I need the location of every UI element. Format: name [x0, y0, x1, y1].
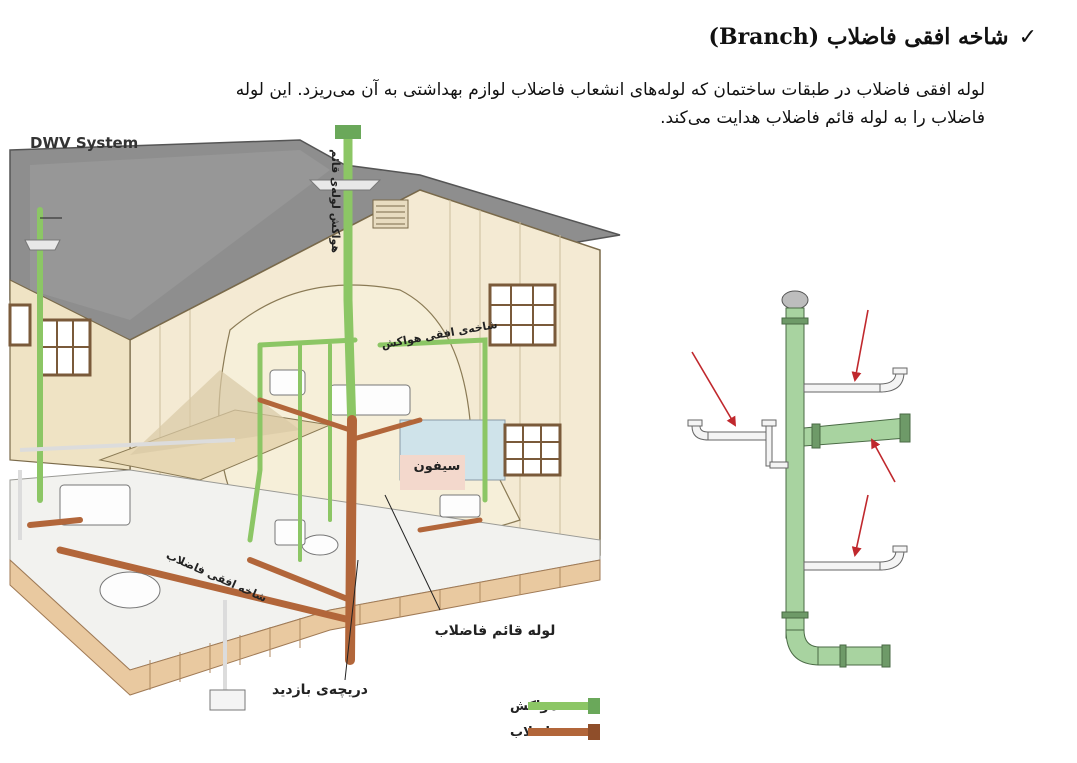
arrow-left [691, 351, 737, 427]
vent-cap-icon [781, 290, 809, 310]
dwv-house-diagram: DWV System هواکش لوله‌ی قائم شاخه‌ی افقی… [8, 125, 621, 740]
dwv-title: DWV System [30, 134, 138, 152]
label-soil-stack: لوله قائم فاضلاب [435, 623, 556, 639]
red-arrows [691, 309, 896, 557]
drain-pipes [27, 397, 483, 665]
legend-swatch-vent [528, 702, 588, 710]
branch-upper-right [803, 367, 908, 393]
roof-shade [30, 150, 330, 320]
check-mark-icon: ✓ [1018, 25, 1037, 50]
roof-flashing-left [24, 239, 61, 251]
section-heading: ✓ شاخه افقی فاضلاب (Branch) [709, 24, 1037, 50]
vent-flashing-main [335, 125, 361, 139]
legend: هواکش فاضلاب [510, 698, 600, 740]
window-left-small [8, 303, 32, 347]
arrow-large-branch [871, 438, 896, 483]
stack-schematic [687, 290, 911, 668]
leader-lines [40, 217, 441, 681]
window-left [38, 318, 92, 377]
stack-outlet [817, 646, 889, 666]
gable-vent [372, 199, 409, 229]
roof-flashing-main [308, 179, 382, 191]
cleanout-box [209, 689, 246, 711]
paragraph-line-2: فاضلاب را به لوله قائم فاضلاب هدایت می‌ک… [660, 108, 985, 128]
label-cleanout: دریچه‌ی بازدید [272, 682, 368, 698]
window-right-upper [488, 283, 557, 347]
brick-lines [149, 568, 561, 690]
branch-left [687, 419, 789, 469]
arrow-lower-right [851, 494, 869, 557]
main-stack [785, 307, 805, 639]
stack-elbow [785, 629, 821, 666]
label-vent-stack: هواکش لوله‌ی قائم [329, 149, 342, 253]
heading-text: شاخه افقی فاضلاب (Branch) [708, 24, 1009, 50]
arrow-upper-right [851, 309, 869, 382]
paragraph-line-1: لوله افقی فاضلاب در طبقات ساختمان که لول… [235, 80, 985, 100]
description-paragraph: لوله افقی فاضلاب در طبقات ساختمان که لول… [85, 76, 985, 132]
pink-room [400, 455, 465, 490]
branch-lower-right [803, 545, 908, 571]
fixtures [59, 369, 481, 609]
label-trap: سیفون [414, 459, 461, 474]
brick-foundation [9, 558, 601, 696]
legend-swatch-drain [528, 728, 588, 736]
window-right-lower [503, 423, 562, 477]
